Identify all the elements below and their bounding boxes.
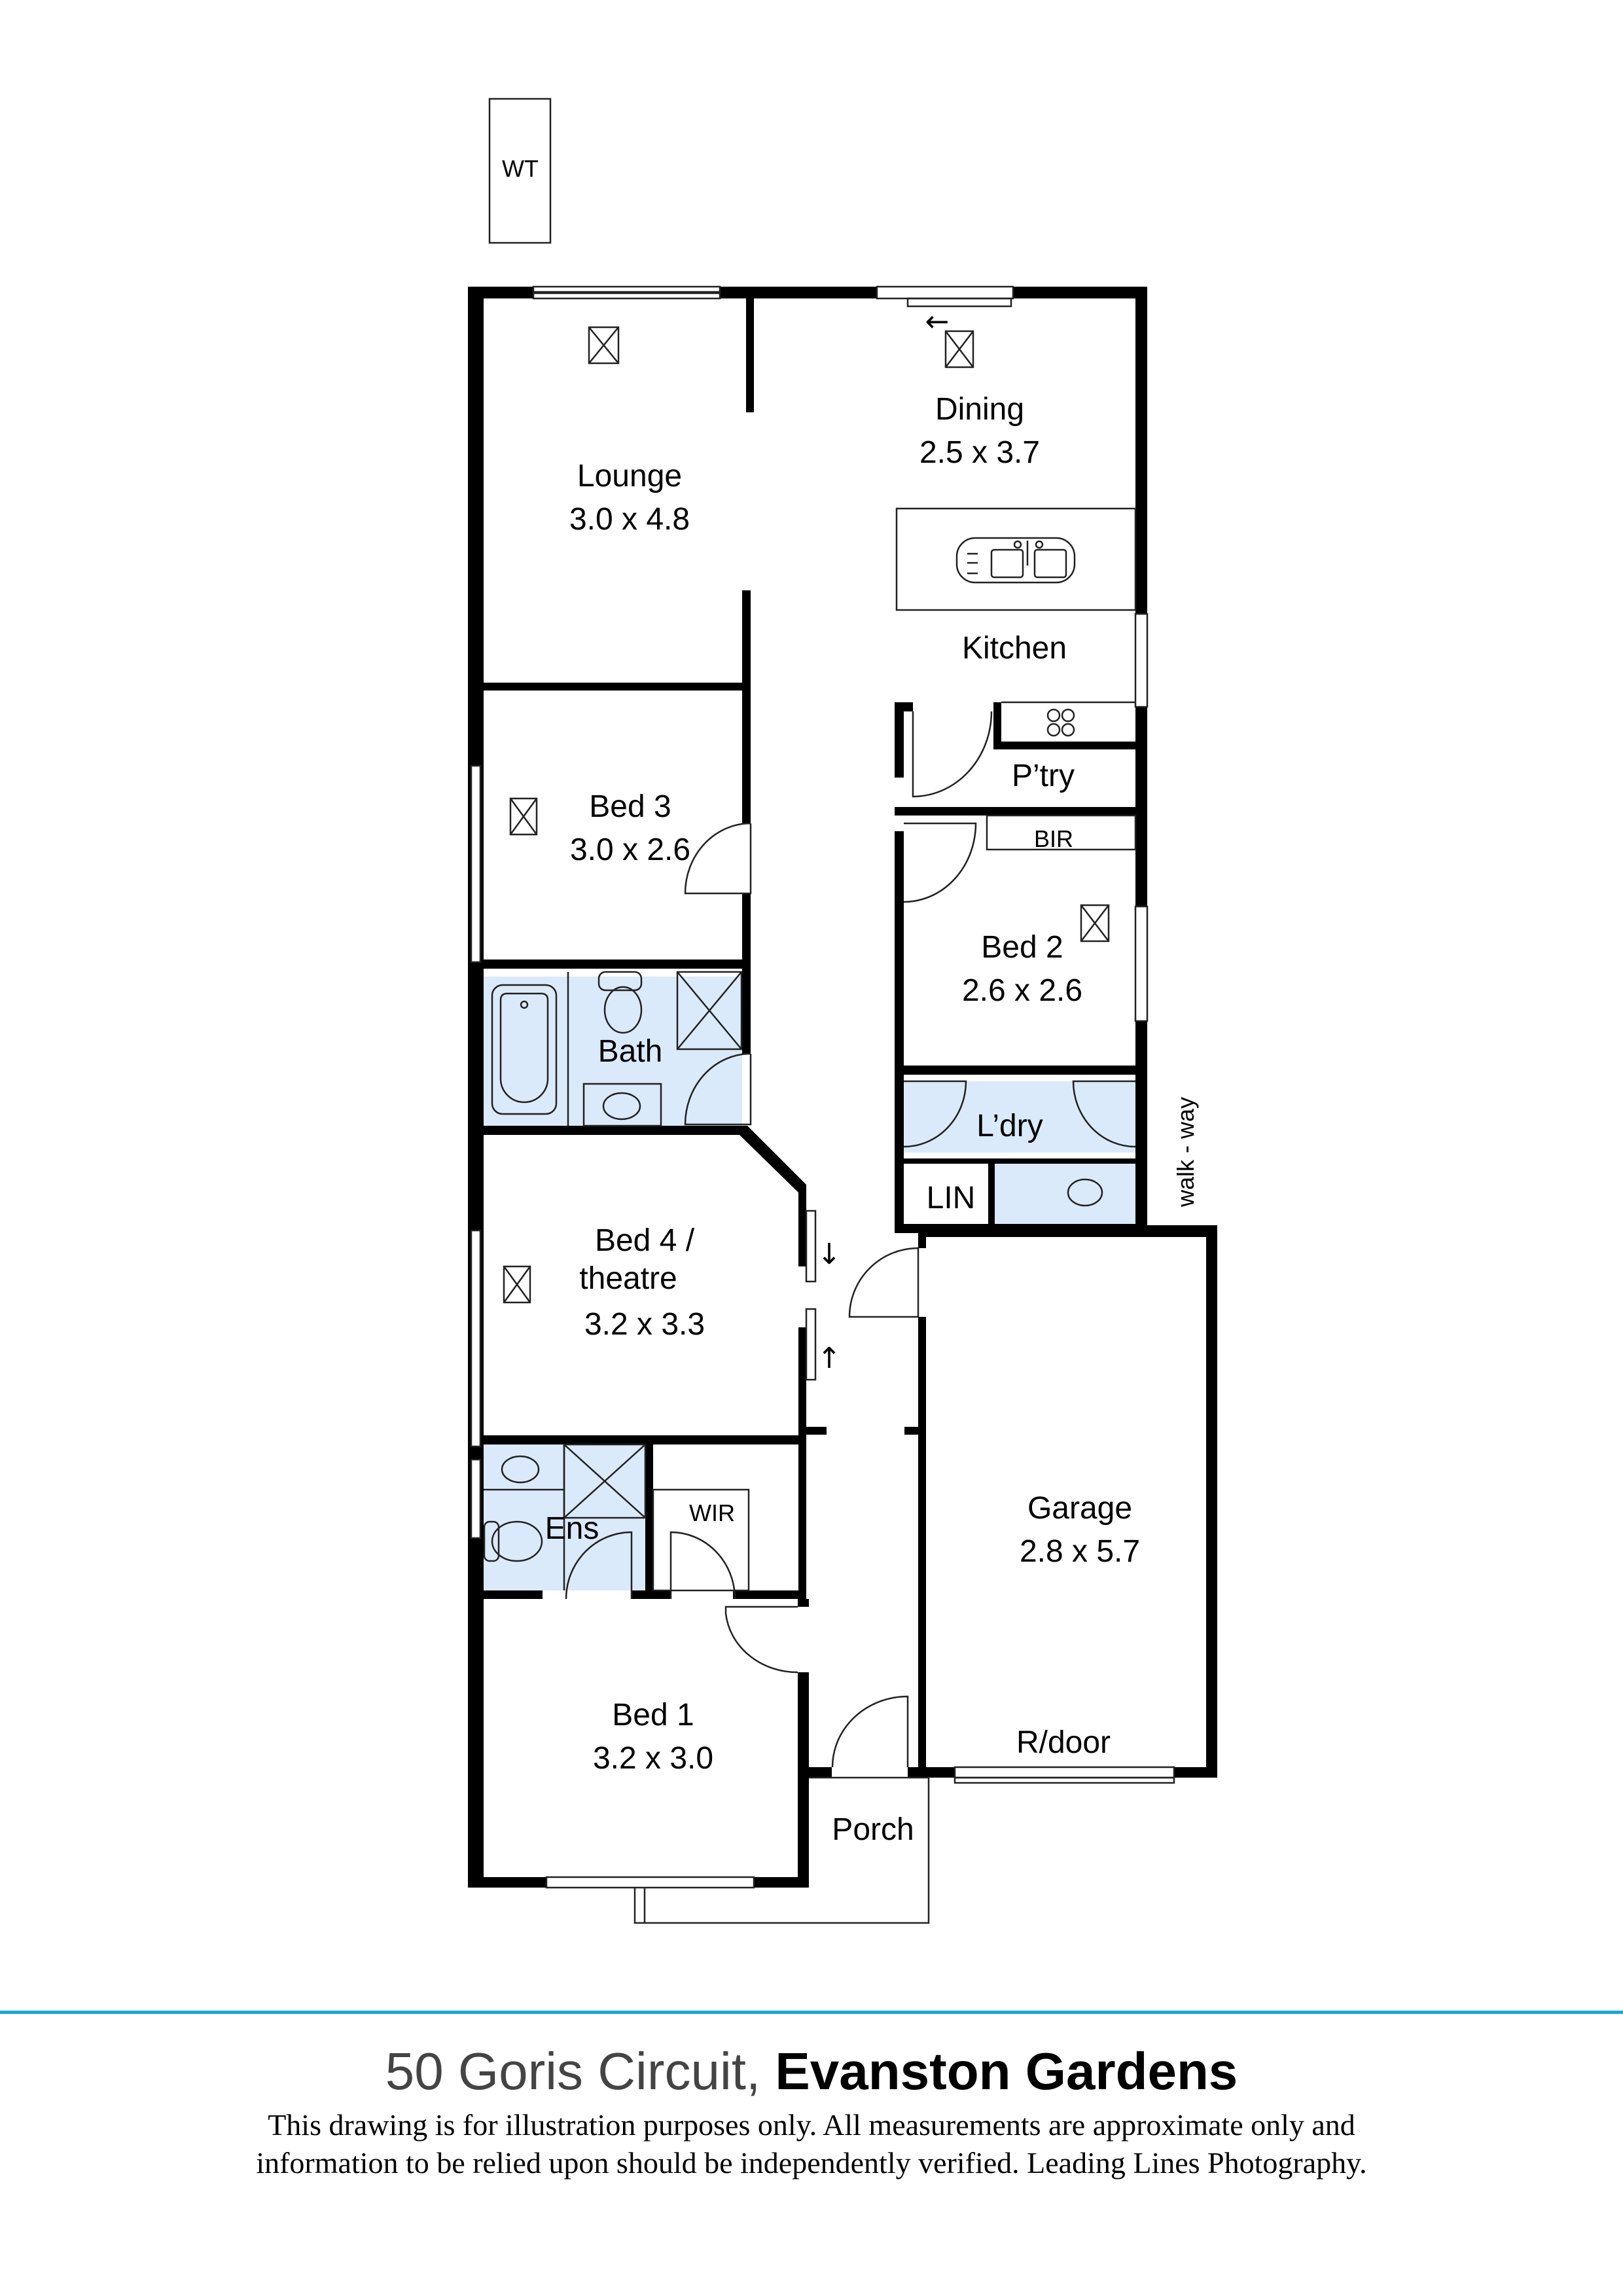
laundry-trough bbox=[1067, 1178, 1103, 1207]
disclaimer-line-2: information to be relied upon should be … bbox=[256, 2146, 1367, 2179]
garage-door-label: R/door bbox=[1016, 1725, 1111, 1760]
bed1-name: Bed 1 bbox=[612, 1698, 694, 1732]
ensuite-fixtures bbox=[483, 1443, 647, 1590]
bir-outline bbox=[986, 814, 1137, 851]
bed2-dims: 2.6 x 2.6 bbox=[961, 973, 1083, 1008]
disclaimer: This drawing is for illustration purpose… bbox=[0, 2106, 1623, 2182]
ensuite-label: Ens bbox=[544, 1511, 599, 1546]
lounge-dims: 3.0 x 4.8 bbox=[569, 502, 690, 537]
bed4-label: Bed 4 / theatre 3.2 x 3.3 bbox=[579, 1222, 705, 1344]
bath-fixtures bbox=[491, 971, 743, 1127]
pantry-label: P’try bbox=[1012, 759, 1075, 793]
water-tank-outline bbox=[488, 98, 552, 244]
bath-label: Bath bbox=[597, 1034, 663, 1069]
bed4-dims: 3.2 x 3.3 bbox=[584, 1307, 705, 1342]
arrow-up-icon: ↑ bbox=[817, 1342, 842, 1375]
lounge-label: Lounge 3.0 x 4.8 bbox=[569, 455, 690, 541]
skylights bbox=[503, 326, 1110, 1304]
bed1-dims: 3.2 x 3.0 bbox=[592, 1741, 714, 1776]
dining-label: Dining 2.5 x 3.7 bbox=[919, 388, 1040, 475]
arrow-down-icon: ↓ bbox=[817, 1238, 842, 1271]
footer-divider bbox=[0, 2011, 1623, 2014]
windows bbox=[470, 285, 1175, 1889]
kitchen-label: Kitchen bbox=[961, 631, 1067, 666]
porch-outline bbox=[633, 1776, 930, 1924]
garage-name: Garage bbox=[1027, 1491, 1133, 1526]
bir-label: BIR bbox=[1033, 825, 1074, 852]
garage-dims: 2.8 x 5.7 bbox=[1019, 1534, 1141, 1569]
wir-outline bbox=[652, 1488, 750, 1592]
bed2-label: Bed 2 2.6 x 2.6 bbox=[962, 926, 1082, 1013]
kitchen-island bbox=[895, 507, 1137, 611]
bed3-label: Bed 3 3.0 x 2.6 bbox=[570, 785, 690, 872]
bed3-dims: 3.0 x 2.6 bbox=[569, 833, 691, 867]
bed4-name-line2: theatre bbox=[579, 1261, 677, 1296]
wir-label: WIR bbox=[689, 1499, 735, 1526]
dining-dims: 2.5 x 3.7 bbox=[919, 435, 1041, 470]
disclaimer-line-1: This drawing is for illustration purpose… bbox=[268, 2108, 1355, 2142]
address-suburb: Evanston Gardens bbox=[775, 2042, 1238, 2100]
bed3-name: Bed 3 bbox=[589, 789, 671, 824]
linen-label: LIN bbox=[926, 1181, 976, 1215]
property-address: 50 Goris Circuit, Evanston Gardens bbox=[0, 2042, 1623, 2101]
lounge-name: Lounge bbox=[577, 459, 683, 493]
cooktop bbox=[1001, 701, 1135, 737]
bed2-name: Bed 2 bbox=[981, 930, 1063, 965]
laundry-label: L’dry bbox=[976, 1109, 1043, 1143]
wt-label: WT bbox=[502, 155, 539, 182]
porch-label: Porch bbox=[832, 1812, 914, 1847]
garage-label: Garage 2.8 x 5.7 bbox=[1020, 1487, 1140, 1573]
doors bbox=[565, 711, 1136, 1768]
walls bbox=[468, 287, 1217, 1888]
walkway-label: walk - way bbox=[1172, 1096, 1199, 1208]
address-street: 50 Goris Circuit, bbox=[385, 2042, 761, 2100]
arrow-left-icon: ← bbox=[925, 305, 950, 338]
bed1-label: Bed 1 3.2 x 3.0 bbox=[593, 1694, 713, 1780]
bed4-name-line1: Bed 4 / bbox=[594, 1223, 695, 1258]
dining-name: Dining bbox=[935, 392, 1025, 427]
